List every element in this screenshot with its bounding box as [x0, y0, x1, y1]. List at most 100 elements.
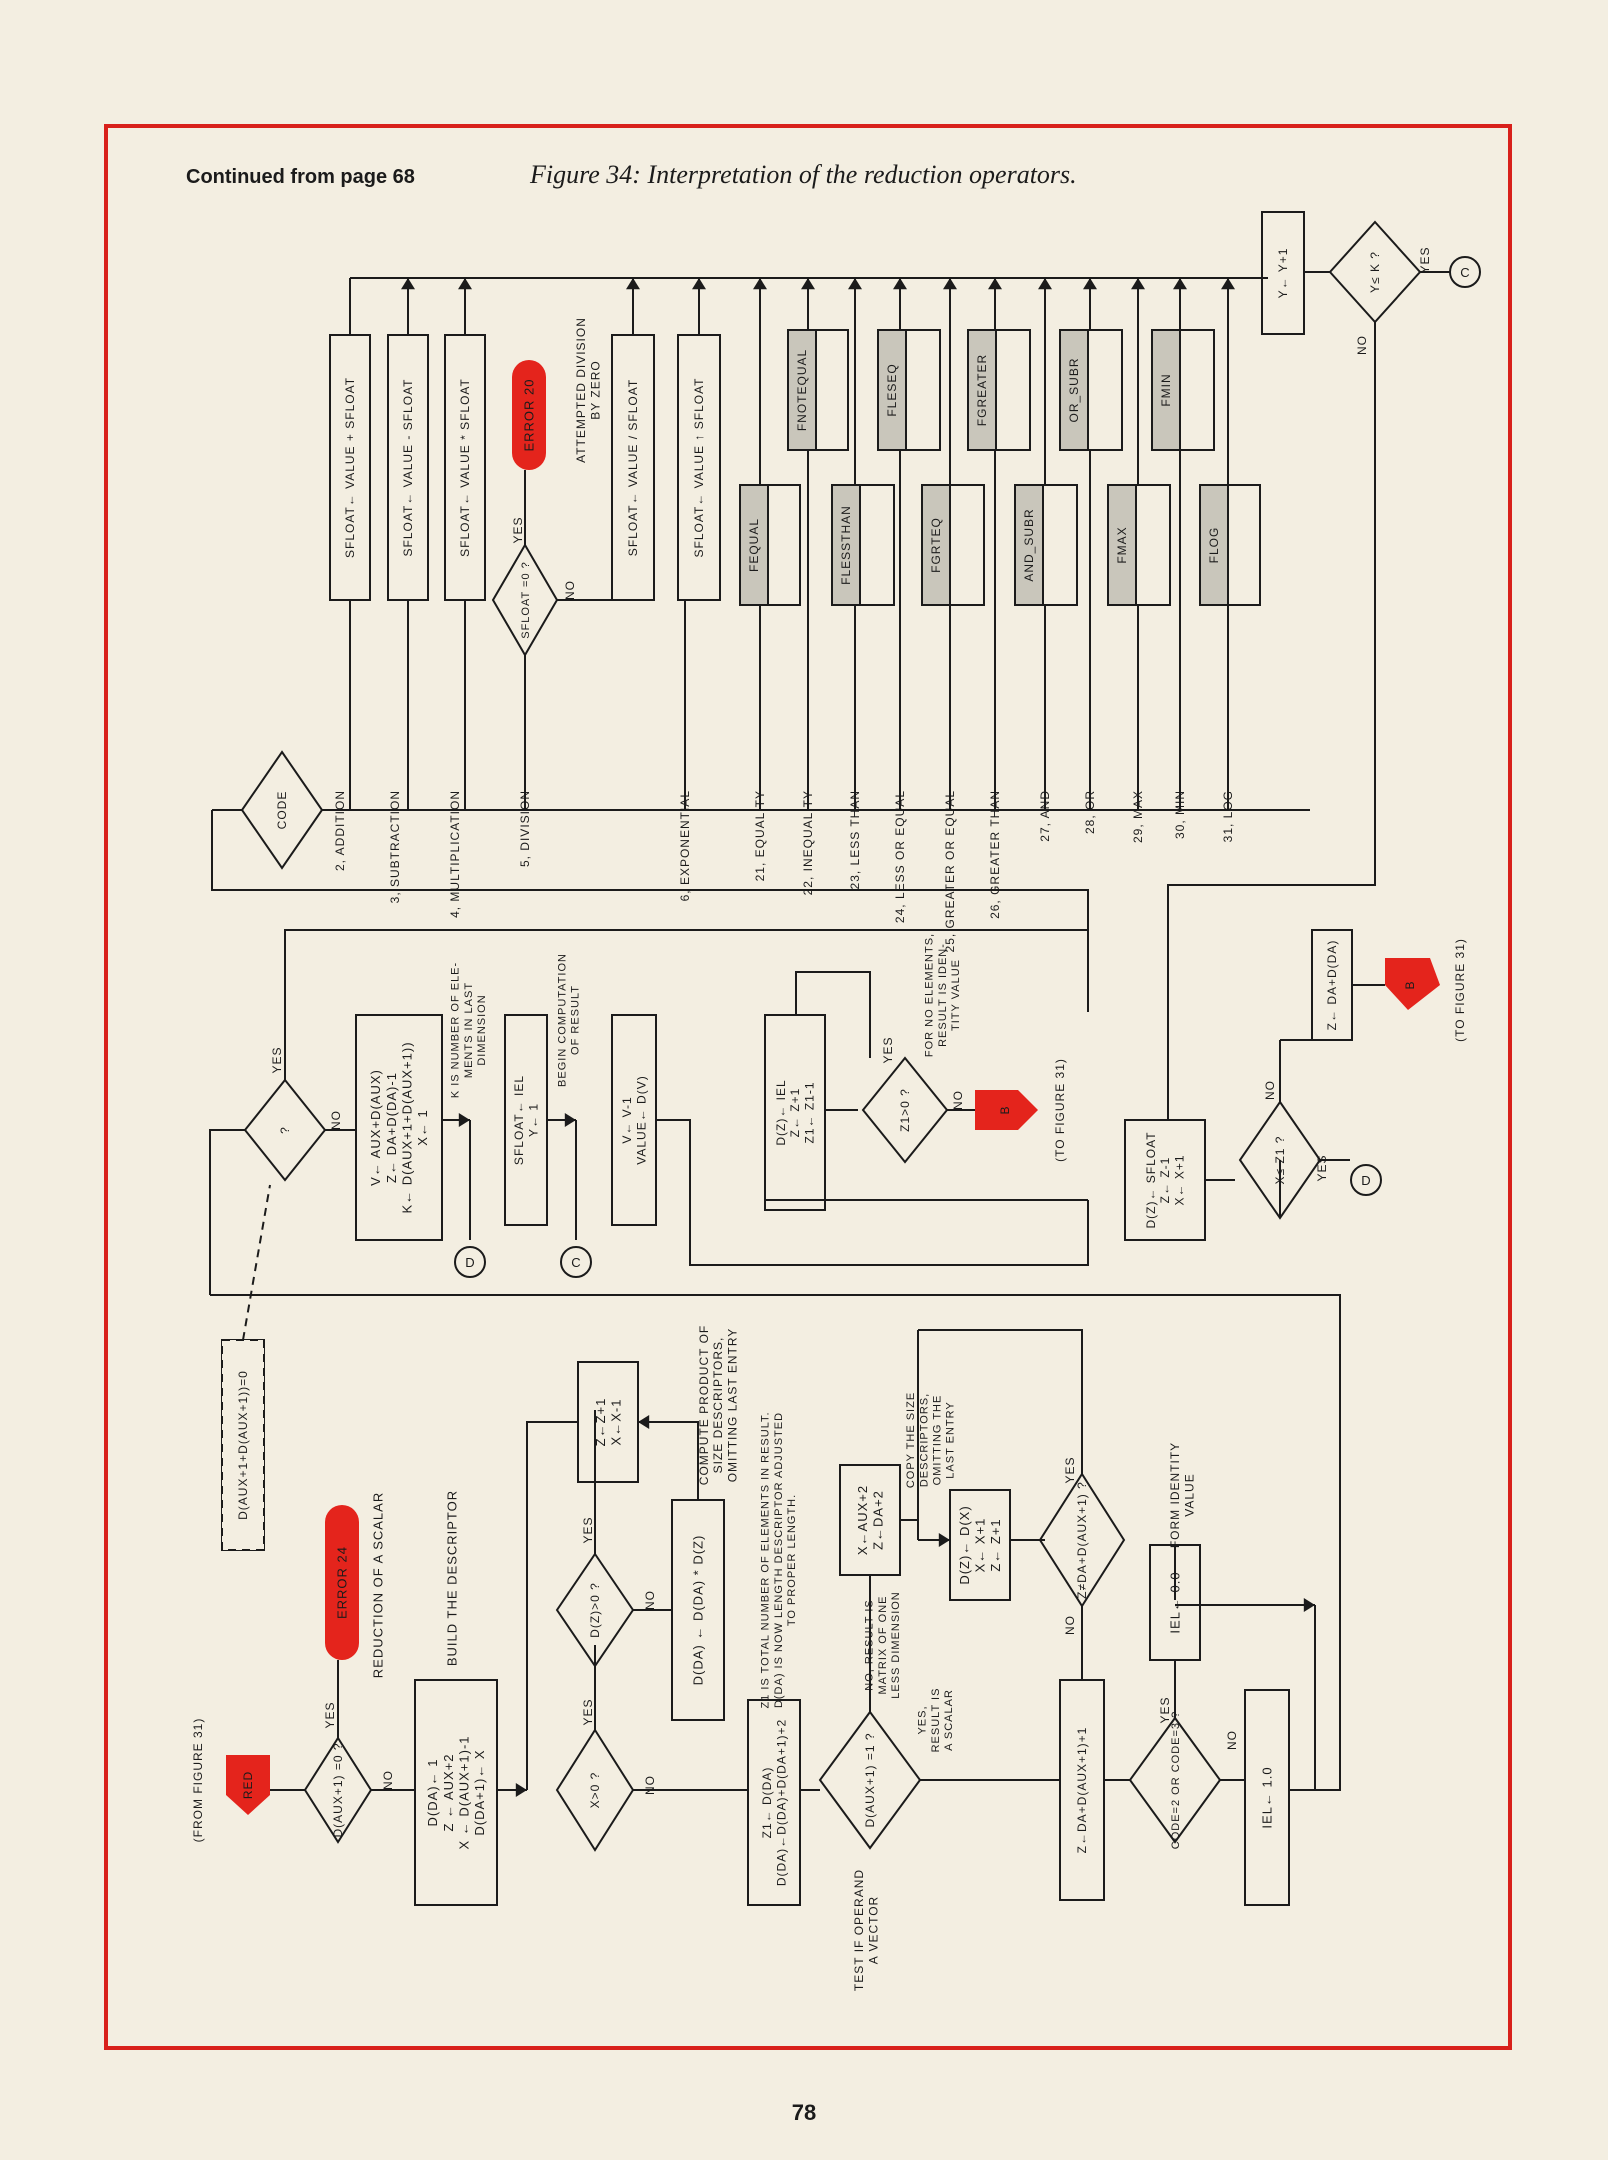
svg-text:V← V-1: V← V-1	[620, 1096, 634, 1143]
op-box-3	[611, 334, 655, 601]
d-aux1-one-decision-text: D(AUX+1) =1 ?	[863, 1732, 877, 1827]
svg-text:D(Z)← SFLOAT: D(Z)← SFLOAT	[1144, 1131, 1158, 1228]
connector	[638, 1421, 699, 1500]
no-label: NO	[1263, 1080, 1277, 1100]
arrowhead	[988, 278, 1002, 290]
svg-text:FMIN: FMIN	[1159, 373, 1173, 406]
sfloat-zero-decision-text: SFLOAT =0 ?	[520, 561, 532, 639]
connector-c-text: C	[571, 1255, 580, 1270]
sub-fleseq-text: FLESEQ	[885, 363, 899, 416]
svg-text:NO: NO	[1225, 1730, 1239, 1750]
iel-00-box-text: IEL← 0.0	[1168, 1571, 1183, 1633]
op-box-0-text: SFLOAT← VALUE + SFLOAT	[343, 377, 357, 558]
yes-label: YES	[1063, 1456, 1077, 1483]
svg-text:25, GREATER OR EQUAL: 25, GREATER OR EQUAL	[943, 790, 957, 952]
code-label: 6, EXPONENTIAL	[678, 790, 692, 901]
svg-text:COPY THE SIZE: COPY THE SIZE	[905, 1392, 917, 1488]
code-label: 25, GREATER OR EQUAL	[943, 790, 957, 952]
z-da-box-text: Z← DA+D(DA)	[1325, 940, 1339, 1031]
b-exit2	[1385, 958, 1440, 1010]
svg-text:X←AUX+2: X←AUX+2	[855, 1485, 870, 1555]
svg-text:23, LESS THAN: 23, LESS THAN	[848, 790, 862, 889]
svg-text:(TO FIGURE 31): (TO FIGURE 31)	[1453, 938, 1467, 1042]
svg-text:Z1← Z1-1: Z1← Z1-1	[803, 1081, 817, 1143]
arrowhead	[401, 278, 415, 290]
yes-label: YES	[581, 1516, 595, 1543]
code-label: 24, LESS OR EQUAL	[893, 790, 907, 923]
connector	[918, 1329, 1083, 1474]
svg-text:Y≤ K ?: Y≤ K ?	[1368, 251, 1382, 293]
dashed-outline	[221, 1339, 265, 1551]
no-label: NO	[381, 1770, 395, 1790]
svg-text:SFLOAT← VALUE * SFLOAT: SFLOAT← VALUE * SFLOAT	[458, 378, 472, 557]
svg-text:28, OR: 28, OR	[1083, 790, 1097, 834]
svg-text:D(Z)>0 ?: D(Z)>0 ?	[588, 1582, 602, 1638]
svg-text:LAST ENTRY: LAST ENTRY	[945, 1401, 957, 1478]
svg-text:DESCRIPTORS,: DESCRIPTORS,	[918, 1393, 930, 1487]
xz-aux-box	[839, 1464, 901, 1576]
sub-fequal-text: FEQUAL	[747, 518, 761, 572]
y-le-k-decision-text: Y≤ K ?	[1368, 251, 1382, 293]
svg-text:YES,: YES,	[917, 1705, 929, 1734]
svg-text:NO: NO	[563, 580, 577, 600]
arrowhead	[1038, 278, 1052, 290]
code-label: 3, SUBTRACTION	[388, 790, 402, 903]
connector-d2	[1350, 1164, 1382, 1196]
svg-text:D(DA)←D(DA)+D(DA+1)+2: D(DA)←D(DA)+D(DA+1)+2	[774, 1719, 788, 1886]
svg-text:NO: NO	[951, 1090, 965, 1110]
z1-box-text: Z1← D(DA)D(DA)←D(DA)+D(DA+1)+2	[760, 1719, 788, 1886]
svg-text:4, MULTIPLICATION: 4, MULTIPLICATION	[448, 790, 462, 918]
svg-text:X>0 ?: X>0 ?	[588, 1772, 602, 1809]
no-label: NO	[563, 580, 577, 600]
svg-text:NO: NO	[381, 1770, 395, 1790]
svg-text:K← D(AUX+1+D(AUX+1)): K← D(AUX+1+D(AUX+1))	[399, 1041, 414, 1213]
svg-text:DIMENSION: DIMENSION	[476, 994, 488, 1065]
svg-text:FNOTEQUAL: FNOTEQUAL	[795, 349, 809, 431]
code-label: 5, DIVISION	[518, 790, 532, 867]
svg-text:6, EXPONENTIAL: 6, EXPONENTIAL	[678, 790, 692, 901]
op-box-3-text: SFLOAT← VALUE / SFLOAT	[626, 379, 640, 556]
svg-text:30, MIN: 30, MIN	[1173, 790, 1187, 839]
svg-text:SFLOAT← VALUE - SFLOAT: SFLOAT← VALUE - SFLOAT	[401, 378, 415, 556]
op-box-2-text: SFLOAT← VALUE * SFLOAT	[458, 378, 472, 557]
connector-c	[560, 1246, 592, 1278]
sub-fgrteq-text: FGRTEQ	[929, 517, 943, 573]
svg-text:D(Z)← IEL: D(Z)← IEL	[774, 1079, 788, 1145]
svg-text:5, DIVISION: 5, DIVISION	[518, 790, 532, 867]
code-label: 23, LESS THAN	[848, 790, 862, 889]
svg-text:TITY VALUE: TITY VALUE	[950, 959, 962, 1031]
arrowhead	[692, 278, 706, 290]
svg-text:D(DA) ← D(DA) * D(Z): D(DA) ← D(DA) * D(Z)	[691, 1535, 706, 1686]
yes-label: YES	[1315, 1154, 1329, 1181]
connector	[210, 1294, 1341, 1791]
svg-text:29, MAX: 29, MAX	[1131, 790, 1145, 843]
svg-text:FORM IDENTITY: FORM IDENTITY	[1168, 1442, 1182, 1548]
arrowhead	[1083, 278, 1097, 290]
x-gt-0-decision-text: X>0 ?	[588, 1772, 602, 1809]
svg-text:?: ?	[278, 1126, 292, 1134]
svg-text:NO, RESULT IS: NO, RESULT IS	[864, 1599, 876, 1690]
sub-fleseq-shade	[877, 329, 907, 451]
connector-d2-text: D	[1361, 1173, 1370, 1188]
code-label: 2, ADDITION	[333, 790, 347, 871]
svg-text:YES: YES	[881, 1036, 895, 1063]
no-label: NO	[329, 1110, 343, 1130]
svg-text:B: B	[1403, 980, 1417, 989]
svg-text:BY ZERO: BY ZERO	[588, 360, 602, 419]
connector	[656, 1119, 1089, 1266]
arrowhead	[938, 1533, 950, 1547]
b-exit2-text: B	[1403, 980, 1417, 989]
connector	[1289, 1605, 1316, 1791]
b-exit	[975, 1090, 1038, 1130]
sfloat-zero-decision	[491, 543, 559, 657]
arrowhead	[848, 278, 862, 290]
code-label: 29, MAX	[1131, 790, 1145, 843]
sub-flog-text: FLOG	[1207, 527, 1221, 564]
